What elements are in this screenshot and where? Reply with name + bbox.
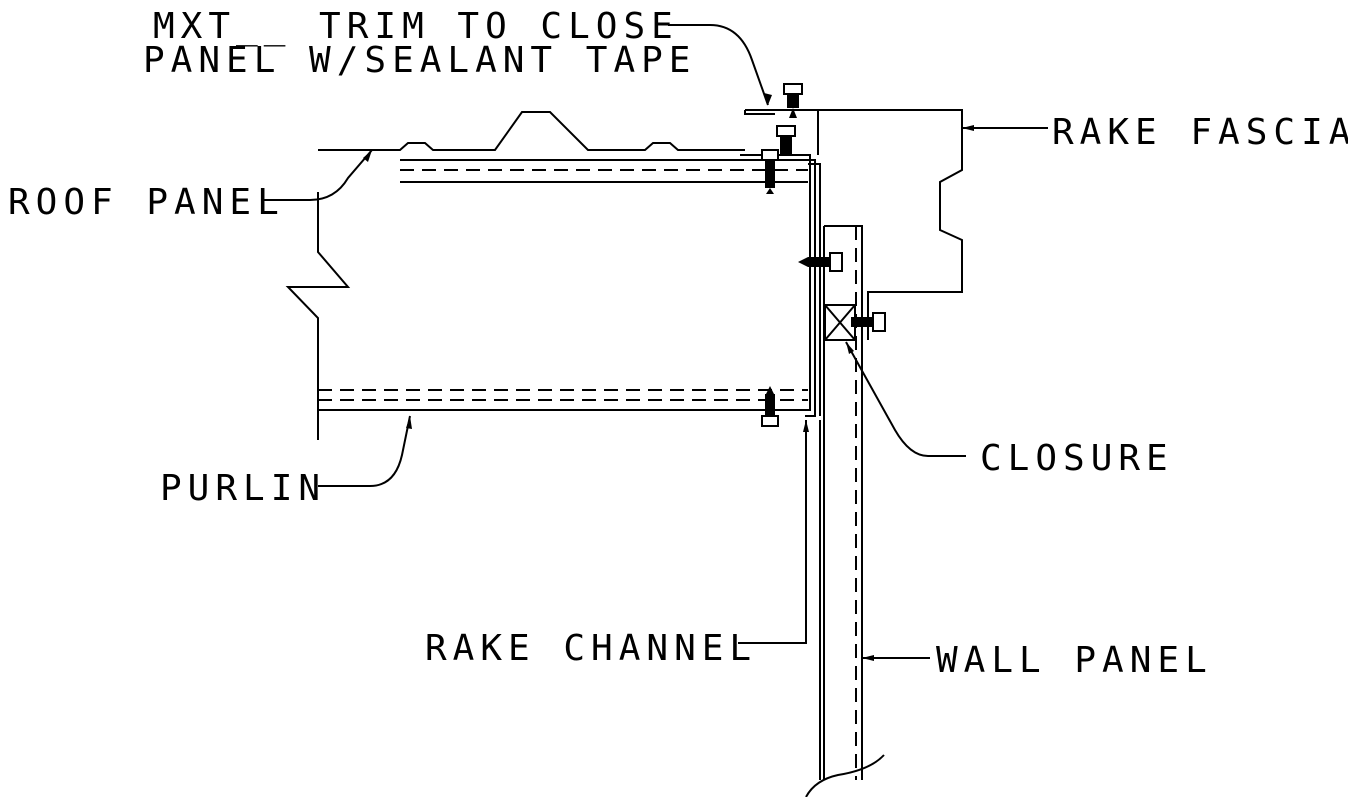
leader-rake-channel bbox=[738, 420, 807, 644]
roof-panel-profile bbox=[318, 111, 745, 151]
rake-channel-inner bbox=[808, 163, 821, 416]
break-line bbox=[285, 192, 351, 440]
leader-trim-arrow bbox=[764, 93, 772, 105]
leader-closure-arrow bbox=[846, 342, 854, 354]
screw-closure bbox=[851, 312, 886, 332]
label-rake-fascia: RAKE FASCIA bbox=[1052, 112, 1348, 153]
label-purlin: PURLIN bbox=[160, 468, 326, 509]
screw-purlin-bottom bbox=[761, 386, 779, 427]
screw-trim-top bbox=[783, 83, 803, 118]
rake-channel-outer bbox=[740, 154, 811, 411]
wall-panel-break bbox=[805, 754, 885, 797]
label-rake-channel: RAKE CHANNEL bbox=[425, 628, 757, 669]
leader-rake-fascia-arrow bbox=[962, 125, 974, 131]
leader-purlin bbox=[318, 415, 411, 487]
trim-lip bbox=[744, 110, 775, 115]
label-wall-panel: WALL PANEL bbox=[936, 640, 1213, 681]
screw-channel-side bbox=[798, 252, 843, 272]
label-trim-line2: PANEL W/SEALANT TAPE bbox=[143, 40, 696, 81]
screw-roof-panel bbox=[761, 149, 779, 194]
rake-channel-mid bbox=[745, 159, 816, 417]
leader-wall-panel-arrow bbox=[862, 655, 874, 661]
leader-rake-channel-arrow bbox=[803, 420, 809, 432]
closure-hatch bbox=[824, 304, 856, 341]
leader-closure bbox=[845, 341, 966, 457]
wall-panel-outer bbox=[824, 225, 863, 780]
leader-roof-panel-arrow bbox=[363, 150, 372, 162]
leader-roof-panel bbox=[262, 149, 373, 201]
leader-purlin-arrow bbox=[406, 416, 412, 429]
label-roof-panel: ROOF PANEL bbox=[8, 182, 285, 223]
leader-trim bbox=[668, 24, 769, 106]
rake-fascia-outline bbox=[800, 109, 963, 340]
label-closure: CLOSURE bbox=[980, 438, 1174, 479]
label-trim-line1: MXT__ TRIM TO CLOSE bbox=[153, 6, 679, 47]
screw-trim-lower bbox=[776, 125, 796, 156]
